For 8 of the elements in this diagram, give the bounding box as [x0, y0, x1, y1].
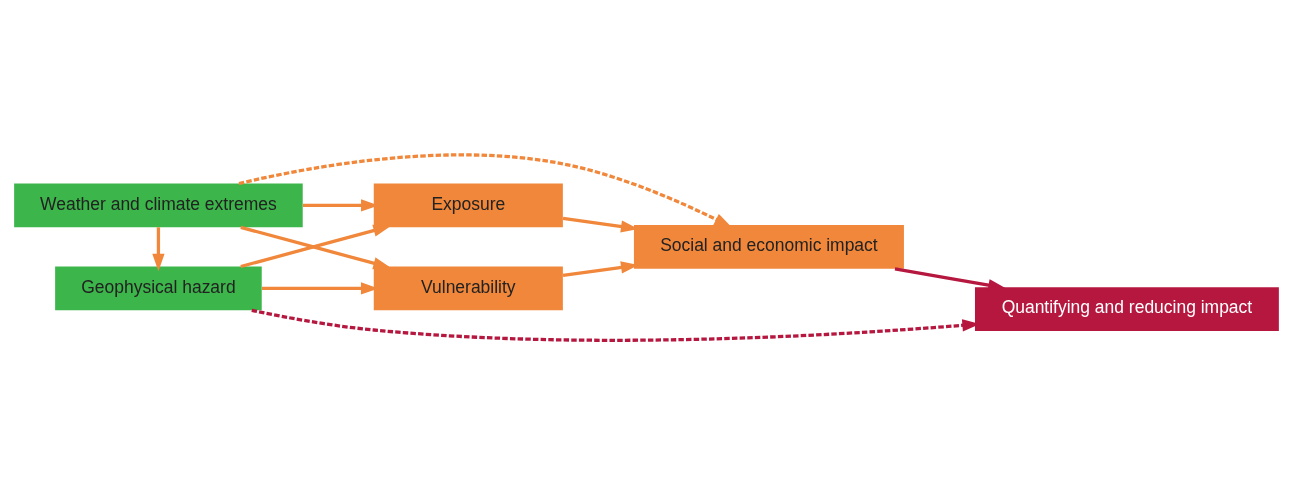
- node-box: Social and economic impact: [633, 225, 904, 269]
- arrow: [152, 227, 165, 272]
- node-box: Weather and climate extremes: [14, 183, 303, 228]
- node-box: Exposure: [373, 183, 563, 228]
- node-box: Quantifying and reducing impact: [975, 287, 1279, 332]
- arrow: [238, 153, 732, 228]
- node-box: Vulnerability: [373, 266, 563, 311]
- node-box: Geophysical hazard: [55, 266, 262, 311]
